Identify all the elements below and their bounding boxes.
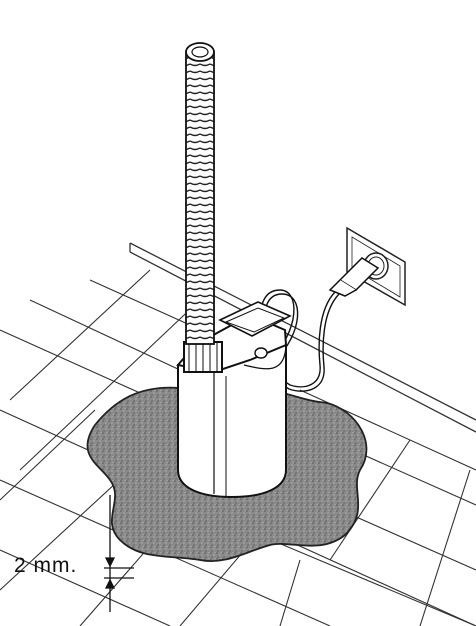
- measurement-indicator: [104, 495, 134, 612]
- submersible-pump: [176, 301, 292, 499]
- measurement-label: 2 mm.: [14, 554, 77, 577]
- discharge-hose: [185, 42, 215, 345]
- power-plug: [328, 257, 380, 297]
